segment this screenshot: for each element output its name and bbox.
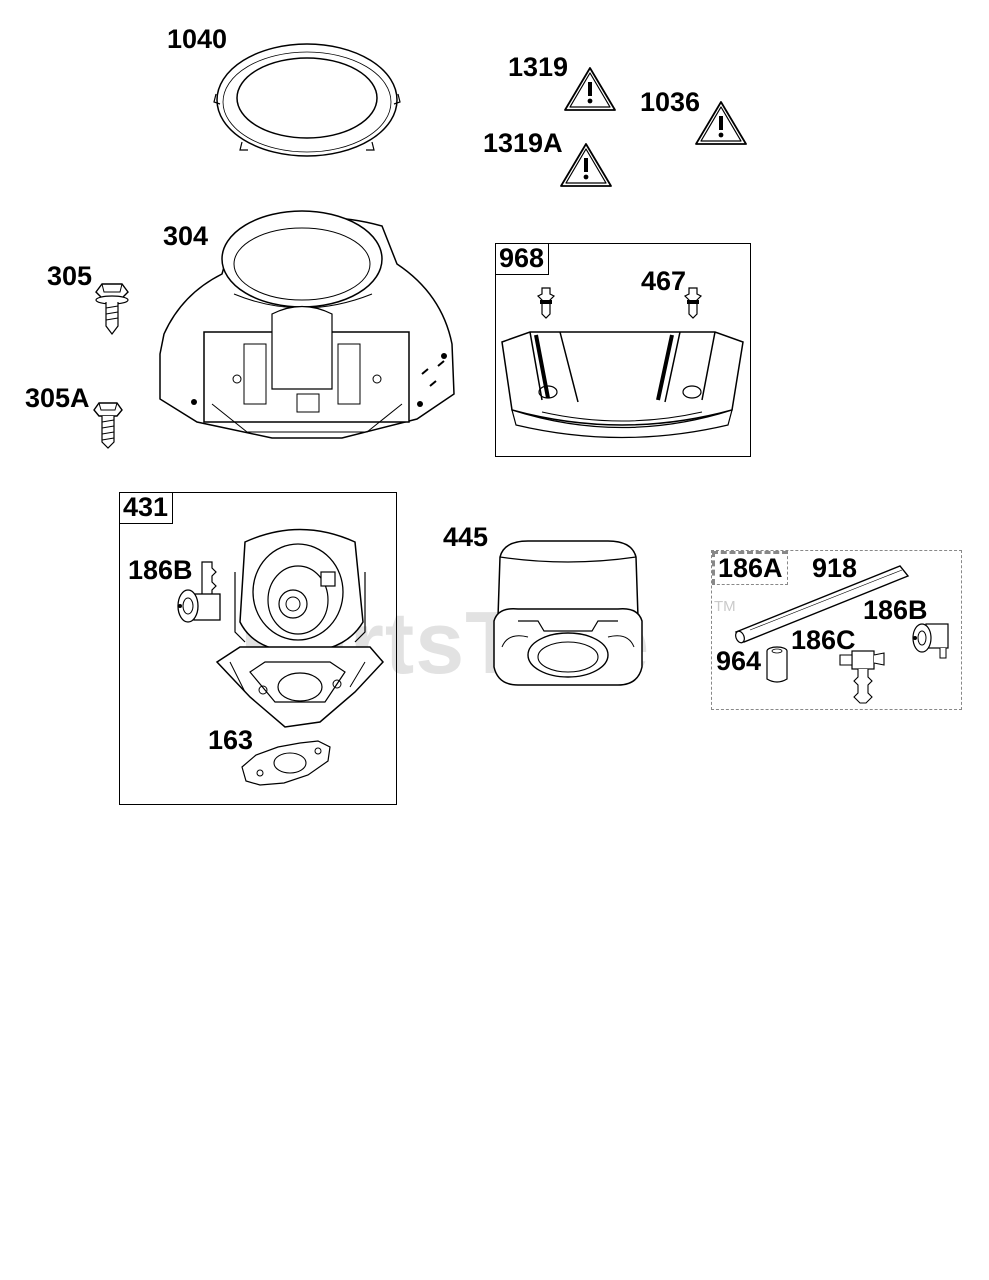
label-431: 431 [120,493,174,524]
label-186a: 186A [712,551,788,585]
kit-frame-968 [495,243,751,457]
part-918-hose [734,565,910,644]
label-186b-left: 186B [128,555,193,585]
warning-triangle-icon [560,143,612,187]
kit-frame-431 [119,492,397,805]
label-163: 163 [208,725,254,755]
part-304-blower-housing [159,210,455,439]
label-305a: 305A [25,383,90,413]
part-186c-elbow [839,650,885,704]
warning-triangle-icon [564,67,616,111]
watermark-tm: TM [714,598,736,615]
label-968: 968 [496,244,550,275]
label-304: 304 [163,221,209,251]
label-1319: 1319 [508,52,569,82]
part-445-air-filter [493,540,643,686]
label-964: 964 [716,646,762,676]
part-964-sleeve [766,646,788,683]
label-1319a: 1319A [483,128,563,158]
label-186c: 186C [791,625,856,655]
part-431-air-filter-base [215,528,385,728]
label-1040: 1040 [167,24,228,54]
kit-frame-186a [711,550,962,710]
label-1036: 1036 [640,87,701,117]
part-186b-fitting [177,561,221,623]
label-186b-right: 186B [863,595,928,625]
label-305: 305 [47,261,93,291]
label-445: 445 [443,522,489,552]
part-968-cover [501,331,744,439]
part-163-gasket [241,740,331,786]
part-1040-ring [213,43,401,157]
label-918: 918 [812,553,858,583]
part-467-fastener [536,287,556,319]
part-305-screw [95,283,129,335]
warning-triangle-icon [695,101,747,145]
part-186b-fitting [912,623,949,659]
label-467: 467 [641,266,687,296]
part-305a-screw [93,402,123,449]
part-467-fastener [683,287,703,319]
